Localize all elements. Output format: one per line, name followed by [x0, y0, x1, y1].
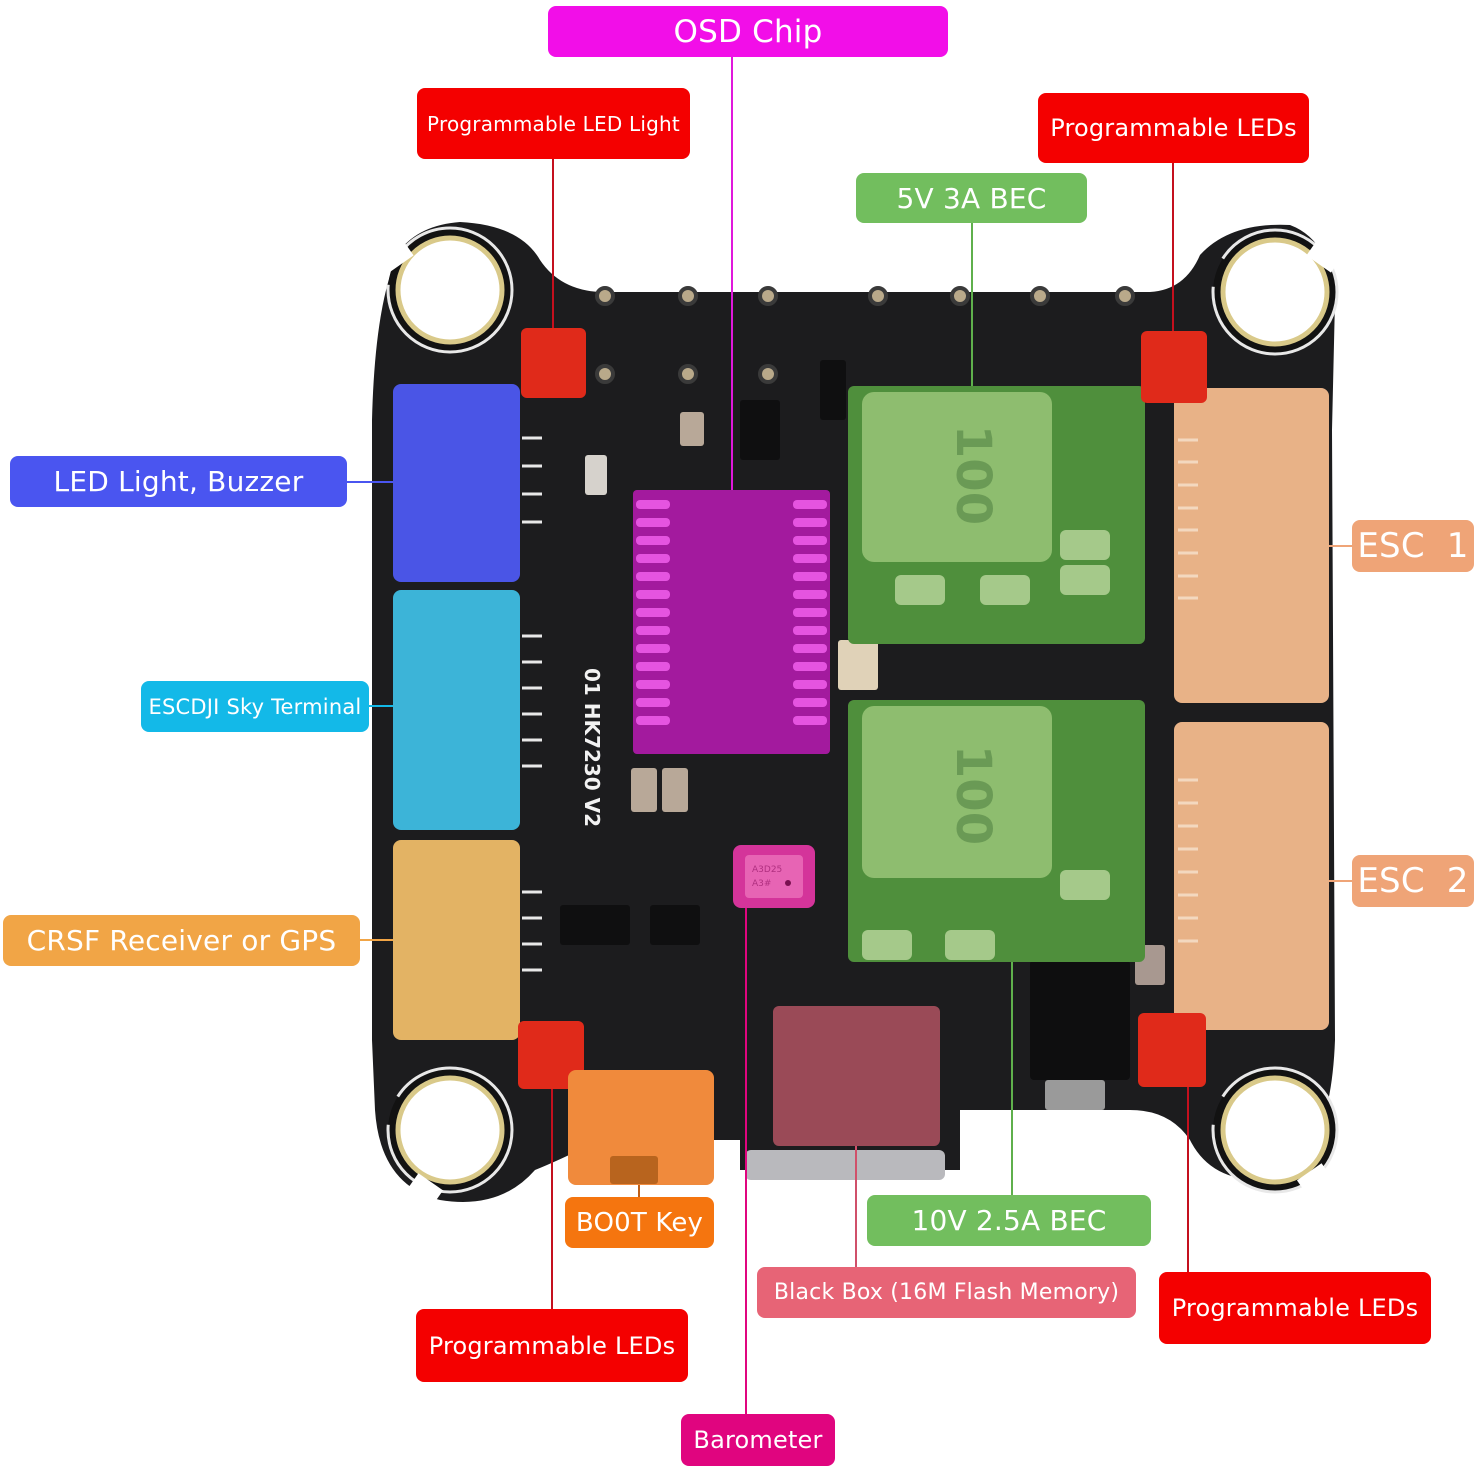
callout-osd-chip: OSD Chip	[548, 6, 948, 57]
callout-black-box: Black Box (16M Flash Memory)	[757, 1267, 1136, 1318]
callout-esc-1: ESC 1	[1352, 520, 1474, 572]
bec-10v-module: 100	[848, 700, 1145, 962]
mounting-hole-top-right	[1211, 228, 1344, 356]
callout-bec-5v: 5V 3A BEC	[856, 173, 1087, 223]
callout-programmable-leds-bottom-left: Programmable LEDs	[416, 1309, 688, 1382]
osd-chip-component	[633, 490, 830, 754]
callout-crsf-receiver-gps: CRSF Receiver or GPS	[3, 915, 360, 966]
smd-components	[560, 360, 1165, 1180]
connector-pins-left	[522, 436, 542, 972]
inductor-marking-bottom: 100	[945, 745, 1001, 845]
callout-programmable-leds-bottom-right: Programmable LEDs	[1159, 1272, 1431, 1344]
callout-barometer: Barometer	[681, 1414, 835, 1466]
mounting-hole-bottom-left	[386, 1066, 514, 1209]
led-chip-top-left	[521, 328, 586, 398]
bec-5v-module: 100	[848, 386, 1145, 644]
mounting-hole-bottom-right	[1211, 1066, 1339, 1199]
callout-programmable-leds-top-right: Programmable LEDs	[1038, 93, 1309, 163]
callout-led-light-buzzer: LED Light, Buzzer	[10, 456, 347, 507]
boot-key-component	[568, 1070, 714, 1185]
connector-esc-1	[1174, 388, 1329, 703]
connector-led-buzzer	[393, 384, 520, 582]
solder-pads-top	[595, 286, 1135, 384]
led-chip-top-right	[1141, 331, 1207, 403]
callout-esc-2: ESC 2	[1352, 855, 1474, 907]
connector-esc-2	[1174, 722, 1329, 1030]
led-chip-bottom-right	[1138, 1013, 1206, 1087]
connector-crsf	[393, 840, 520, 1040]
connector-dji	[393, 590, 520, 830]
callout-dji-sky-terminal: ESCDJI Sky Terminal	[141, 681, 369, 732]
callout-bec-10v: 10V 2.5A BEC	[867, 1195, 1151, 1246]
barometer-marking-2: A3#	[752, 879, 771, 889]
barometer-marking-1: A3D25	[752, 865, 782, 875]
callout-programmable-led-light: Programmable LED Light	[417, 88, 690, 159]
led-chip-bottom-left	[518, 1021, 584, 1089]
leader-lines	[347, 57, 1352, 1414]
barometer-component: A3D25 A3#	[733, 845, 815, 908]
mounting-hole-top-left	[376, 226, 514, 354]
callout-boot-key: BO0T Key	[565, 1197, 714, 1248]
silkscreen-text: 01 HK7230 V2	[580, 668, 604, 827]
inductor-marking-top: 100	[945, 425, 1001, 525]
black-box-flash-chip	[773, 1006, 940, 1146]
connector-pins-esc	[1178, 438, 1198, 943]
